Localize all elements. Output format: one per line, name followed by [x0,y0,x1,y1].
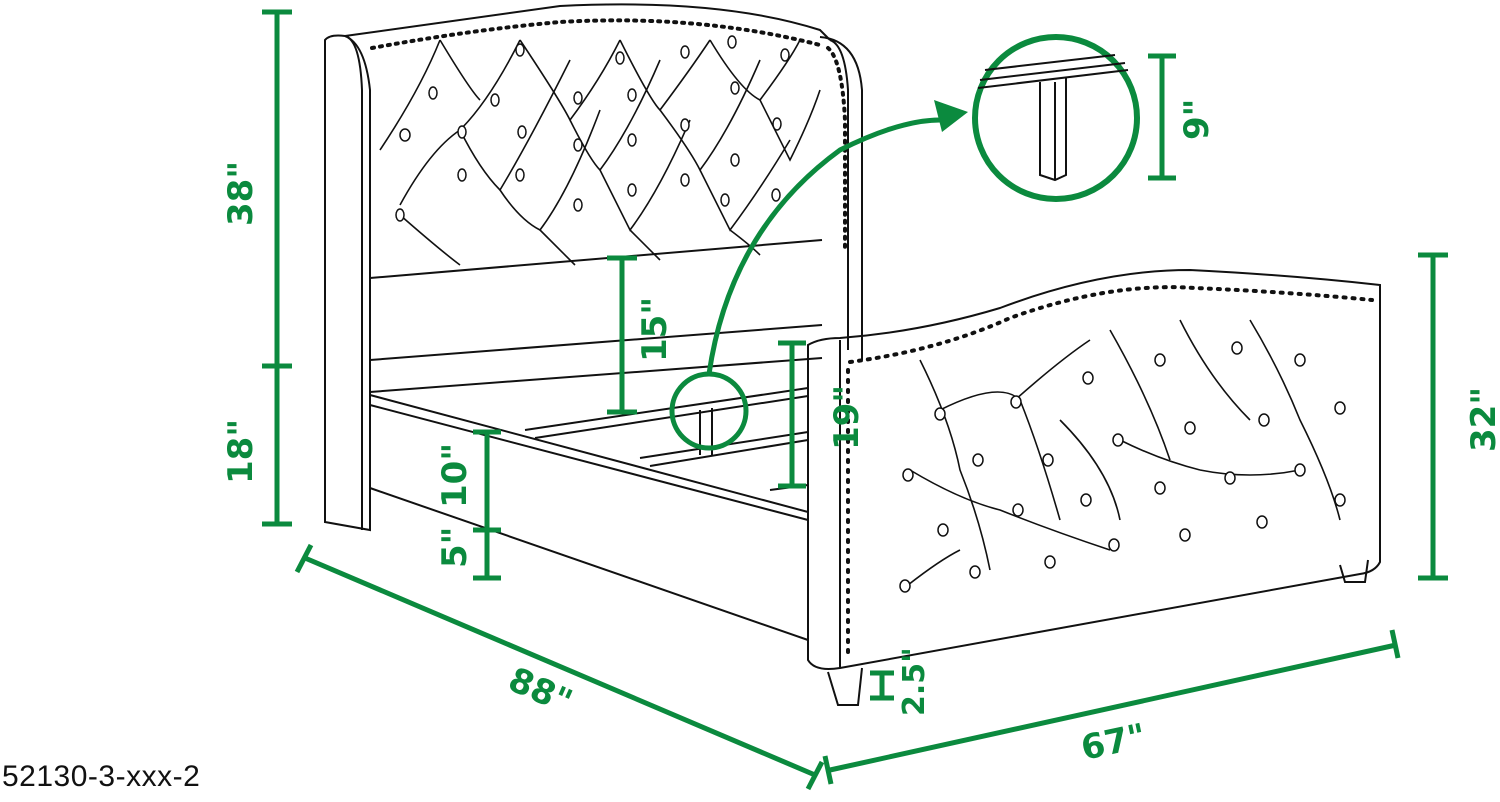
label-headboard-height: 38" [221,161,261,226]
arrow-head-icon [934,100,968,132]
label-panel-gap: 15" [635,297,675,362]
label-width: 67" [1078,716,1150,769]
dimension-lines [262,9,1448,791]
label-footboard-to-slats: 19" [827,385,867,450]
label-support-leg: 9" [1177,99,1217,140]
label-footboard-height: 32" [1464,387,1500,452]
dimension-labels: 38" 18" 15" 10" 5" 19" 32" 2.5" 9" 88" 6… [221,99,1500,769]
footboard-drawing [807,268,1381,706]
label-side-rail-height: 10" [435,443,475,508]
product-code: 52130-3-xxx-2 [2,760,201,793]
magnifier-callout [669,34,1140,451]
label-headboard-leg-height: 18" [221,419,261,484]
label-leg-height: 2.5" [897,647,932,716]
headboard-drawing [324,3,863,532]
label-rail-clearance: 5" [435,527,475,568]
